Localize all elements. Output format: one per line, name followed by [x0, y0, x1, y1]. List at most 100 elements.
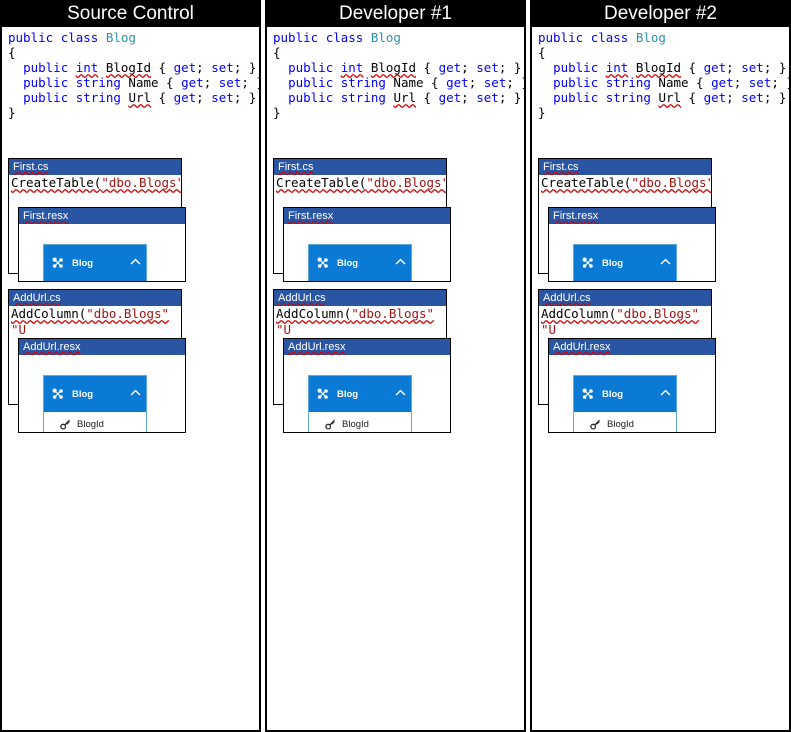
entity-header[interactable]: Blog — [44, 245, 146, 281]
code-line: public string Name { get; set; } — [8, 75, 259, 90]
window-content: BlogBlogIdNameUrl — [284, 355, 450, 432]
entity-field-list: BlogIdNameUrl — [44, 412, 146, 432]
code-token: set — [741, 90, 764, 105]
code-token: ; — [461, 60, 477, 75]
entity-field-row[interactable]: BlogId — [44, 418, 146, 431]
window-content: BlogBlogIdNameUrl — [19, 355, 185, 432]
code-token: { — [538, 45, 546, 60]
entity-field-row[interactable]: Name — [44, 431, 146, 432]
code-token: "dbo.Blogs" — [351, 306, 435, 321]
code-line: public string Url { get; set; } — [538, 90, 789, 105]
code-line: } — [8, 105, 259, 120]
code-token: Name { — [385, 75, 447, 90]
code-token: ; — [468, 75, 484, 90]
code-token: public — [553, 90, 606, 105]
code-token: Blog — [105, 30, 136, 45]
window-titlebar[interactable]: First.cs — [274, 159, 446, 175]
entity-designer-card[interactable]: BlogBlogIdNameUrl — [308, 375, 412, 432]
window-title-text: First.cs — [13, 161, 49, 173]
code-line: public string Url { get; set; } — [273, 90, 524, 105]
code-token: public — [8, 30, 61, 45]
migration-code-line-1: CreateTable("dbo.Blogs" — [274, 175, 446, 191]
window-title-text: AddUrl.resx — [288, 341, 346, 353]
code-token: ; — [196, 60, 212, 75]
code-token: class — [590, 30, 636, 45]
chevron-up-icon[interactable] — [395, 258, 406, 268]
code-token: public — [538, 30, 591, 45]
code-token: AddColumn( — [541, 306, 617, 321]
code-line: } — [273, 105, 524, 120]
window-titlebar[interactable]: First.resx — [19, 208, 185, 224]
code-line: public int BlogId { get; set; } — [8, 60, 259, 75]
window-titlebar[interactable]: AddUrl.cs — [274, 290, 446, 306]
window-titlebar[interactable]: First.resx — [284, 208, 450, 224]
window-AddUrl-resx[interactable]: AddUrl.resxBlogBlogIdNameUrl — [18, 338, 186, 433]
code-token: } — [538, 105, 546, 120]
code-token: AddColumn( — [11, 306, 87, 321]
chevron-up-icon[interactable] — [130, 389, 141, 399]
code-token: get — [181, 75, 204, 90]
code-line: public class Blog — [273, 30, 524, 45]
entity-field-row[interactable]: BlogId — [574, 418, 676, 431]
window-title-text: First.resx — [553, 210, 599, 222]
window-titlebar[interactable]: First.resx — [549, 208, 715, 224]
window-titlebar[interactable]: First.cs — [9, 159, 181, 175]
entity-field-row[interactable]: Name — [309, 431, 411, 432]
code-token: public — [288, 90, 341, 105]
entity-designer-card[interactable]: BlogBlogIdNameUrl — [43, 375, 147, 432]
entity-header[interactable]: Blog — [309, 245, 411, 281]
window-titlebar[interactable]: AddUrl.cs — [9, 290, 181, 306]
window-First-resx[interactable]: First.resxBlogBlogIdName — [283, 207, 451, 282]
window-title-text: AddUrl.cs — [543, 292, 591, 304]
code-token — [538, 60, 553, 75]
code-token: { — [681, 60, 704, 75]
entity-icon — [52, 388, 64, 400]
window-First-resx[interactable]: First.resxBlogBlogIdName — [548, 207, 716, 282]
entity-designer-card[interactable]: BlogBlogIdNameUrl — [573, 375, 677, 432]
code-token: { — [151, 60, 174, 75]
window-titlebar[interactable]: AddUrl.resx — [549, 339, 715, 355]
code-token: string — [75, 75, 121, 90]
entity-designer-card[interactable]: BlogBlogIdName — [573, 244, 677, 281]
migration-code-line-2: "U — [274, 322, 446, 338]
chevron-up-icon[interactable] — [130, 258, 141, 268]
code-line: public int BlogId { get; set; } — [273, 60, 524, 75]
code-token — [538, 75, 553, 90]
code-token: public — [23, 90, 76, 105]
panel-body-2: public class Blog{ public int BlogId { g… — [265, 27, 526, 732]
chevron-up-icon[interactable] — [660, 389, 671, 399]
code-token: "U — [276, 322, 292, 337]
code-token: string — [340, 90, 386, 105]
code-token: Url — [658, 90, 682, 105]
code-token: get — [446, 75, 469, 90]
entity-icon — [317, 257, 329, 269]
window-title-text: First.resx — [288, 210, 334, 222]
window-titlebar[interactable]: AddUrl.cs — [539, 290, 711, 306]
entity-field-row[interactable]: Name — [574, 431, 676, 432]
code-token: Url — [393, 90, 417, 105]
entity-icon — [582, 257, 594, 269]
code-token — [8, 60, 23, 75]
entity-designer-card[interactable]: BlogBlogIdName — [308, 244, 412, 281]
window-First-resx[interactable]: First.resxBlogBlogIdName — [18, 207, 186, 282]
code-token: Name { — [650, 75, 712, 90]
entity-header[interactable]: Blog — [574, 376, 676, 412]
entity-field-row[interactable]: BlogId — [309, 418, 411, 431]
code-line: { — [273, 45, 524, 60]
window-AddUrl-resx[interactable]: AddUrl.resxBlogBlogIdNameUrl — [548, 338, 716, 433]
code-token: string — [605, 75, 651, 90]
window-titlebar[interactable]: AddUrl.resx — [284, 339, 450, 355]
entity-header[interactable]: Blog — [574, 245, 676, 281]
code-token: set — [476, 60, 499, 75]
window-AddUrl-resx[interactable]: AddUrl.resxBlogBlogIdNameUrl — [283, 338, 451, 433]
entity-header[interactable]: Blog — [309, 376, 411, 412]
key-icon — [60, 419, 71, 430]
chevron-up-icon[interactable] — [660, 258, 671, 268]
window-titlebar[interactable]: First.cs — [539, 159, 711, 175]
window-title-text: AddUrl.cs — [278, 292, 326, 304]
entity-designer-card[interactable]: BlogBlogIdName — [43, 244, 147, 281]
entity-name: Blog — [72, 257, 94, 269]
window-titlebar[interactable]: AddUrl.resx — [19, 339, 185, 355]
chevron-up-icon[interactable] — [395, 389, 406, 399]
entity-header[interactable]: Blog — [44, 376, 146, 412]
